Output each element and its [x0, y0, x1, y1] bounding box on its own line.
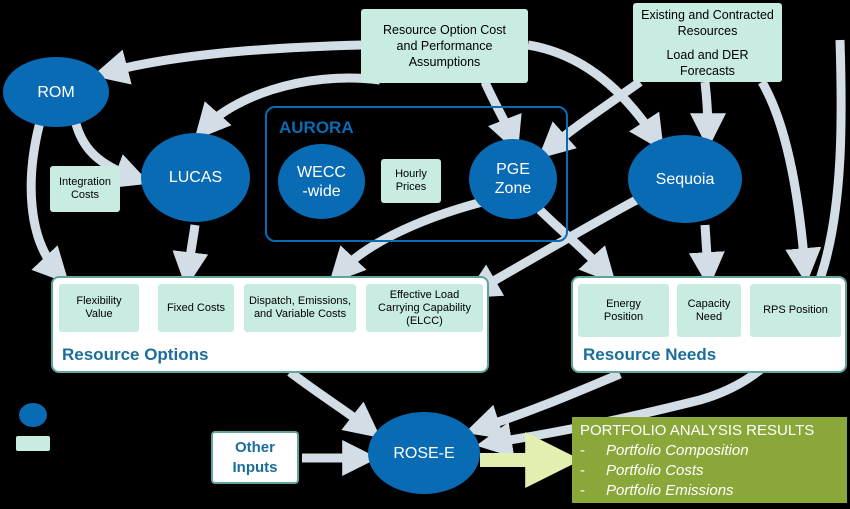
capacity-need-box: Capacity Need [677, 284, 741, 337]
arrow-sequoia-to-capacity [688, 224, 725, 289]
results-item: - Portfolio Emissions [580, 481, 839, 501]
arrow-lucas-to-fixed [172, 224, 209, 289]
rom-model: ROM [3, 57, 109, 127]
arrow-cost-to-rom [92, 40, 363, 85]
arrow-options-to-rose [287, 368, 381, 438]
existing-load-box: Existing and Contracted Resources Load a… [633, 3, 782, 82]
wecc-wide-model: WECC -wide [278, 144, 365, 219]
arrow-rom-to-flex [26, 120, 70, 284]
arrow-cost-to-sequoia [527, 40, 664, 152]
results-item-text: Portfolio Costs [606, 462, 704, 479]
arrow-load-to-rps [758, 79, 822, 285]
dispatch-emissions-box: Dispatch, Emissions, and Variable Costs [244, 284, 356, 332]
sequoia-model: Sequoia [628, 135, 742, 223]
arrow-needs-to-rose [464, 369, 622, 440]
legend-model-swatch [19, 403, 47, 427]
fixed-costs-box: Fixed Costs [158, 284, 234, 332]
integration-costs-box: Integration Costs [50, 166, 120, 212]
lucas-model: LUCAS [141, 133, 250, 222]
results-item: - Portfolio Costs [580, 461, 839, 481]
legend-input-swatch [16, 436, 50, 451]
results-item-text: Portfolio Emissions [606, 482, 734, 499]
flexibility-value-box: Flexibility Value [59, 284, 139, 332]
hourly-prices-box: Hourly Prices [381, 159, 441, 203]
arrow-load-to-pge [537, 78, 643, 159]
arrow-sequoia-to-elcc [463, 194, 643, 299]
other-inputs-box: Other Inputs [211, 431, 299, 484]
results-bullet: - [580, 462, 585, 479]
elcc-box: Effective Load Carrying Capability (ELCC… [366, 284, 483, 332]
arrow-load-to-sequoia [689, 81, 726, 150]
pge-zone-model: PGE Zone [469, 139, 557, 219]
resource-needs-title: Resource Needs [583, 345, 717, 364]
resource-options-title: Resource Options [62, 345, 209, 364]
results-item-text: Portfolio Composition [606, 442, 749, 459]
aurora-title: AURORA [279, 118, 354, 137]
arrow-cost-to-lucas [194, 73, 381, 141]
results-title: PORTFOLIO ANALYSIS RESULTS [580, 422, 815, 439]
existing-resources-label: Existing and Contracted Resources [641, 7, 774, 38]
results-bullet: - [580, 482, 585, 499]
resource-option-cost-box: Resource Option Cost and Performance Ass… [361, 9, 528, 83]
arrow-cost-to-pge [480, 80, 522, 154]
arrow-rom-to-lucas [70, 118, 151, 188]
energy-position-box: Energy Position [578, 284, 669, 337]
load-der-label: Load and DER Forecasts [666, 47, 749, 78]
results-bullet: - [580, 442, 585, 459]
rose-e-model: ROSE-E [368, 412, 480, 494]
results-item: - Portfolio Composition [580, 441, 839, 461]
rps-position-box: RPS Position [750, 284, 841, 337]
arrow-pge-to-dispatch [328, 195, 492, 284]
arrow-existing-to-rose [476, 39, 846, 458]
aurora-container [265, 106, 568, 242]
portfolio-results-box: PORTFOLIO ANALYSIS RESULTS - Portfolio Co… [572, 417, 847, 503]
